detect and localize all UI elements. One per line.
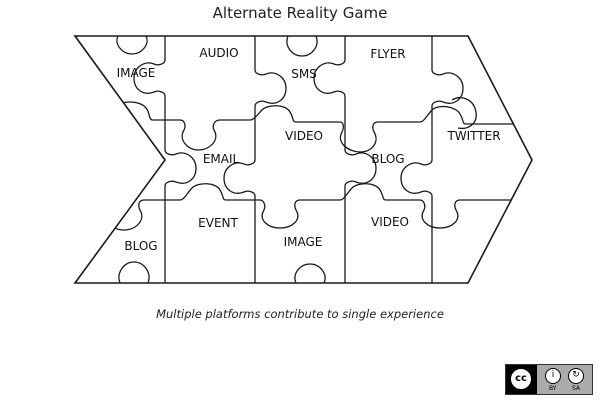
puzzle-seam-h2 xyxy=(75,183,532,231)
puzzle-seam-v2 xyxy=(223,36,287,283)
puzzle-edge-tab xyxy=(294,263,326,283)
diagram-caption: Multiple platforms contribute to single … xyxy=(156,307,444,321)
puzzle-edge-tab xyxy=(118,261,150,283)
puzzle-labels: IMAGE AUDIO SMS FLYER VIDEO EMAIL BLOG T… xyxy=(117,46,501,253)
puzzle-edge-tab xyxy=(451,97,477,130)
cc-logo-icon: cc xyxy=(509,367,533,391)
piece-label-audio: AUDIO xyxy=(199,46,238,60)
piece-label-event: EVENT xyxy=(198,216,238,230)
puzzle-grid xyxy=(75,36,532,283)
piece-label-image: IMAGE xyxy=(117,66,156,80)
sa-label: SA xyxy=(572,385,581,392)
by-attribution-icon: i xyxy=(545,368,561,384)
cc-badge-left: cc xyxy=(506,365,537,394)
piece-label-blog: BLOG xyxy=(371,152,404,166)
puzzle-seam-h1 xyxy=(75,101,532,153)
cc-badge-right: i ↻ BY SA xyxy=(537,365,592,394)
sa-sharealike-icon: ↻ xyxy=(568,368,584,384)
diagram-title: Alternate Reality Game xyxy=(212,4,388,22)
piece-label-sms: SMS xyxy=(291,67,317,81)
arrow-outline xyxy=(73,35,533,284)
piece-label-blog: BLOG xyxy=(124,239,157,253)
cc-license-badge[interactable]: cc i ↻ BY SA xyxy=(505,364,593,395)
piece-label-video: VIDEO xyxy=(371,215,409,229)
puzzle-seam-v1 xyxy=(133,36,197,283)
piece-label-flyer: FLYER xyxy=(370,47,405,61)
piece-label-email: EMAIL xyxy=(203,152,240,166)
puzzle-edge-tab xyxy=(116,36,148,55)
piece-label-video: VIDEO xyxy=(285,129,323,143)
by-label: BY xyxy=(549,385,557,392)
puzzle-seam-v4 xyxy=(400,36,464,283)
puzzle-edge-tab xyxy=(286,36,318,57)
piece-label-image: IMAGE xyxy=(284,235,323,249)
piece-label-twitter: TWITTER xyxy=(446,129,500,143)
puzzle-seam-v3 xyxy=(313,36,377,283)
